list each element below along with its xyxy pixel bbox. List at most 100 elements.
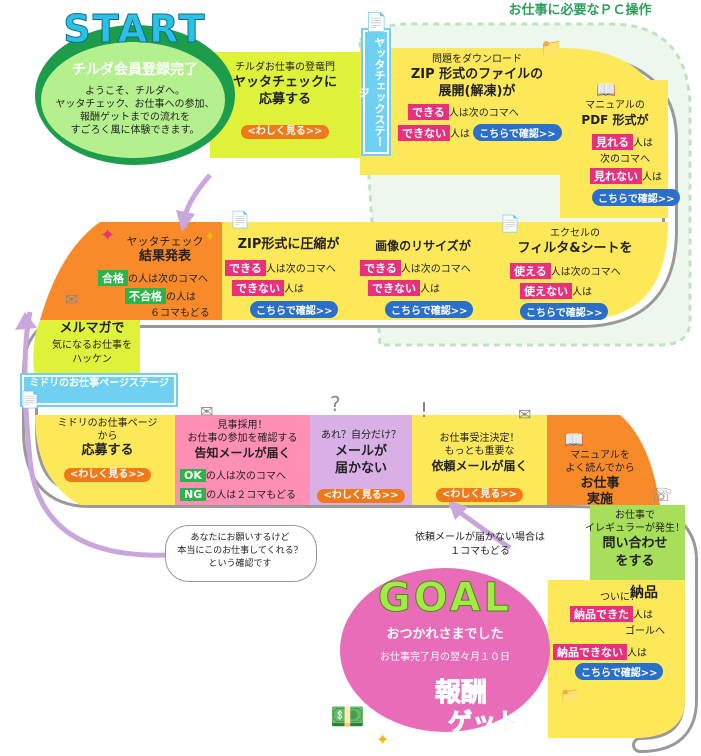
request-line1: お仕事受注決定！ (439, 433, 520, 444)
notice-line3: 告知メールが届く (194, 446, 291, 460)
excel-ng-tag: 使えない (520, 283, 572, 299)
irregular-line3: 問い合わせ (602, 536, 668, 551)
bubble-line2: 本当にこのお仕事してくれる？ (177, 546, 303, 556)
cell-irregular-bg (590, 505, 685, 580)
start-desc-1: ようこそ、チルダへ。 (85, 86, 185, 97)
apply2-line3: 応募する (81, 443, 134, 458)
result-line2: 結果発表 (138, 249, 191, 264)
apply-detail-button[interactable]: <わしく見る>> (241, 125, 329, 139)
nomail-detail-button[interactable]: <わしく見る>> (317, 489, 405, 503)
deliver-line1: ついに！ (600, 592, 640, 603)
folder-icon: 📁 (560, 686, 580, 705)
start-desc-2: ヤッタチェック、お仕事への参加、 (55, 99, 215, 110)
confirm-bubble (165, 525, 317, 582)
start-inner (41, 42, 225, 158)
track-inner (25, 55, 695, 750)
result-ok-tag: 合格 (98, 270, 128, 286)
mail-icon: ✉ (65, 290, 79, 309)
result-ng-tag: 不合格 (125, 288, 166, 304)
request-detail-button[interactable]: <わしく見る>> (435, 488, 524, 502)
zip-dl-ng-rest: 人は (450, 129, 470, 140)
apply2-detail-button[interactable]: <わしく見る>> (63, 468, 152, 482)
pdf-ng-rest: 人は (642, 172, 662, 183)
cell-mailmag-bg (33, 320, 141, 380)
book-icon: 📖 (564, 430, 584, 449)
back-note-line2: １コマもどる (450, 546, 510, 557)
nomail-line3: 届かない (334, 461, 387, 476)
zip-dl-line2: ZIP 形式のファイルの (410, 67, 544, 82)
exclamation-icon: ! (420, 398, 429, 422)
result-ng-rest: の人は (166, 292, 196, 303)
zip-zip-line1: ZIP形式に圧縮が (237, 237, 340, 252)
resize-line1: 画像のリサイズが (375, 239, 471, 253)
back-note-line1: 依頼メールが届かない場合は (415, 532, 545, 543)
zip-dl-ok-tag: できる (408, 104, 449, 120)
pdf-line2: PDF 形式が (581, 113, 649, 127)
notice-ok-tag: OK (180, 469, 206, 482)
zip-dl-ng-tag: できない (398, 125, 450, 141)
mailmag-line1: メルマガで (59, 321, 125, 336)
pdf-ng-tag: 見れない (590, 168, 642, 184)
bubble-line3: という確認です (208, 559, 272, 569)
question-icon: ? (330, 392, 341, 416)
deliver-check-button[interactable]: こちらで確認>> (575, 663, 664, 680)
goal-line1: おつかれさまでした (386, 627, 504, 642)
mailmag-line2: 気になるお仕事を (52, 340, 132, 351)
start-title: START (63, 7, 207, 51)
zip-zip-check-button[interactable]: こちらで確認>> (250, 301, 339, 318)
cell-result-bg (40, 222, 222, 320)
cell-apply2-bg (35, 415, 175, 505)
goal-line4: ゲット (448, 708, 521, 737)
zip-dl-line1: 問題をダウンロード (432, 54, 522, 65)
arrowhead-3 (448, 500, 468, 520)
goal-line2: お仕事完了月の翌々月１０日 (380, 652, 510, 663)
pdf-check-button[interactable]: こちらで確認>> (592, 189, 681, 206)
cell-manual-bg (547, 415, 660, 505)
excel-line2: フィルタ&シートを (517, 241, 633, 256)
deliver-ok-tag: 納品できた (570, 606, 633, 622)
manual-line3: お仕事 (580, 476, 620, 491)
sparkle-icon: ✦ (204, 229, 216, 245)
resize-ng-tag: できない (368, 280, 420, 296)
stage-yatta-check: ヤッタチェックステージ (357, 30, 389, 154)
phone-icon: ☏ (650, 485, 673, 506)
irregular-line1: お仕事で (615, 510, 655, 521)
zip-zip-ng-rest: 人は (284, 284, 304, 295)
excel-ng-rest: 人は (572, 287, 592, 298)
resize-ok-rest: 人は次のコマへ (400, 264, 471, 275)
deliver-ok-rest: 人は (633, 610, 653, 621)
document-icon: 📄 (365, 12, 388, 33)
resize-ng-rest: 人は (420, 284, 440, 295)
result-ok-rest: の人は次のコマへ (128, 274, 208, 285)
goal-line3: 報酬 (434, 678, 488, 709)
start-desc-4: すごろく風に体験できます。 (70, 125, 200, 136)
notice-ng-tag: NG (180, 488, 207, 501)
apply2-line1: ミドリのお仕事ページ (57, 418, 158, 429)
deliver-ok-rest2: ゴールへ (625, 626, 665, 637)
excel-ok-tag: 使える (510, 263, 551, 279)
mail-icon: ✉ (200, 402, 214, 421)
sparkle-icon: ✦ (376, 730, 390, 749)
pc-note: お仕事に必要なＰＣ操作 (508, 3, 652, 18)
web-page-icon: 📄 (20, 390, 40, 409)
resize-ok-tag: できる (360, 260, 401, 276)
zip-zip-ng-tag: できない (232, 280, 284, 296)
stage-midori: ミドリのお仕事ページステージ (22, 375, 176, 405)
sparkle-icon: ✦ (100, 225, 116, 246)
zip-zip-ok-tag: できる (225, 260, 266, 276)
arrowhead-2 (15, 312, 37, 330)
excel-check-button[interactable]: こちらで確認>> (520, 303, 609, 320)
mail-icon: ✉ (518, 405, 532, 424)
result-line1: ヤッタチェック (126, 235, 204, 248)
manual-line1: マニュアルを (570, 450, 630, 461)
goal-title: GOAL (377, 575, 513, 622)
zip-dl-check-button[interactable]: こちらで確認>> (473, 124, 562, 141)
notice-ok-rest: の人は次のコマへ (205, 471, 286, 482)
zip-zip-ok-rest: 人は次のコマへ (265, 264, 336, 275)
money-icon: 💵 (330, 700, 365, 733)
zip-dl-line3: 展開(解凍)が (438, 84, 516, 99)
request-line3: 依頼メールが届く (431, 459, 528, 473)
zip-dl-ok-rest: 人は次のコマへ (448, 108, 519, 119)
resize-check-button[interactable]: こちらで確認>> (385, 301, 474, 318)
